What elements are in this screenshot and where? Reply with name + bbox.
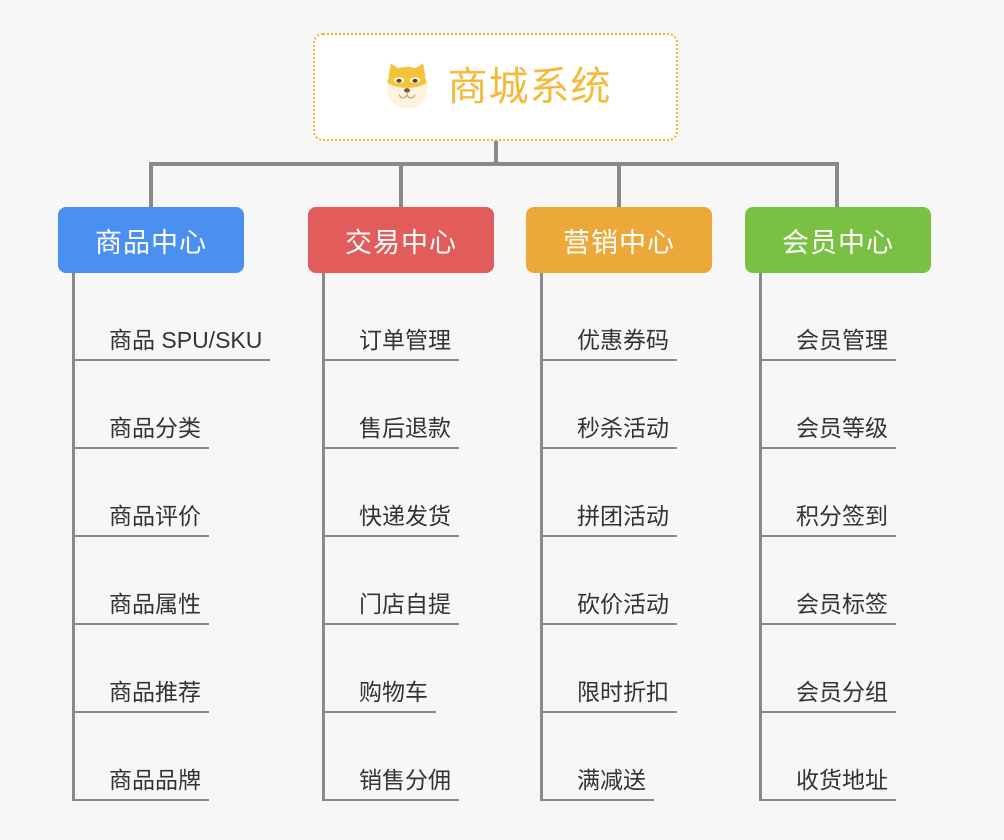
leaf-label: 会员标签 xyxy=(762,591,896,625)
leaf-label: 快递发货 xyxy=(325,503,459,537)
leaf-label: 收货地址 xyxy=(762,767,896,801)
leaf-item[interactable]: 商品品牌 xyxy=(75,713,270,801)
leaf-item[interactable]: 商品 SPU/SKU xyxy=(75,273,271,361)
leaf-item[interactable]: 购物车 xyxy=(325,625,459,713)
root-node[interactable]: 商城系统 xyxy=(313,33,678,141)
leaf-label: 优惠券码 xyxy=(543,327,677,361)
leaf-item[interactable]: 门店自提 xyxy=(325,537,459,625)
leaf-item[interactable]: 秒杀活动 xyxy=(543,361,677,449)
leaf-item[interactable]: 优惠券码 xyxy=(543,273,677,361)
leaf-item[interactable]: 限时折扣 xyxy=(543,625,677,713)
leaf-label: 秒杀活动 xyxy=(543,415,677,449)
leaf-label: 砍价活动 xyxy=(543,591,677,625)
category-box-1[interactable]: 交易中心 xyxy=(308,207,494,273)
connector-drop-1 xyxy=(149,162,153,208)
leaf-label: 商品分类 xyxy=(75,415,209,449)
leaf-item[interactable]: 商品推荐 xyxy=(75,625,270,713)
leaf-column-1: 订单管理 售后退款 快递发货 门店自提 购物车 销售分佣 xyxy=(322,273,459,801)
category-box-2[interactable]: 营销中心 xyxy=(526,207,712,273)
leaf-label: 会员分组 xyxy=(762,679,896,713)
leaf-item[interactable]: 拼团活动 xyxy=(543,449,677,537)
leaf-label: 商品 SPU/SKU xyxy=(75,327,271,361)
leaf-item[interactable]: 积分签到 xyxy=(762,449,896,537)
leaf-item[interactable]: 销售分佣 xyxy=(325,713,459,801)
leaf-label: 售后退款 xyxy=(325,415,459,449)
leaf-item[interactable]: 会员分组 xyxy=(762,625,896,713)
category-box-0[interactable]: 商品中心 xyxy=(58,207,244,273)
leaf-label: 积分签到 xyxy=(762,503,896,537)
leaf-label: 满减送 xyxy=(543,767,654,801)
leaf-label: 购物车 xyxy=(325,679,436,713)
connector-root-stem xyxy=(494,141,498,165)
shiba-dog-icon xyxy=(380,60,434,114)
leaf-label: 门店自提 xyxy=(325,591,459,625)
leaf-item[interactable]: 会员等级 xyxy=(762,361,896,449)
category-label-1: 交易中心 xyxy=(345,227,457,258)
leaf-label: 会员等级 xyxy=(762,415,896,449)
connector-drop-2 xyxy=(399,162,403,208)
leaf-label: 拼团活动 xyxy=(543,503,677,537)
leaf-item[interactable]: 会员管理 xyxy=(762,273,896,361)
leaf-item[interactable]: 收货地址 xyxy=(762,713,896,801)
leaf-item[interactable]: 满减送 xyxy=(543,713,677,801)
leaf-item[interactable]: 订单管理 xyxy=(325,273,459,361)
leaf-column-0: 商品 SPU/SKU 商品分类 商品评价 商品属性 商品推荐 商品品牌 xyxy=(72,273,271,801)
leaf-label: 限时折扣 xyxy=(543,679,677,713)
leaf-label: 商品品牌 xyxy=(75,767,209,801)
leaf-label: 销售分佣 xyxy=(325,767,459,801)
connector-drop-3 xyxy=(617,162,621,208)
leaf-item[interactable]: 砍价活动 xyxy=(543,537,677,625)
leaf-label: 订单管理 xyxy=(325,327,459,361)
connector-horizontal-bus xyxy=(149,162,839,166)
leaf-label: 商品属性 xyxy=(75,591,209,625)
category-label-2: 营销中心 xyxy=(563,227,675,258)
leaf-item[interactable]: 快递发货 xyxy=(325,449,459,537)
leaf-item[interactable]: 商品分类 xyxy=(75,361,270,449)
leaf-label: 会员管理 xyxy=(762,327,896,361)
leaf-item[interactable]: 商品属性 xyxy=(75,537,270,625)
leaf-column-3: 会员管理 会员等级 积分签到 会员标签 会员分组 收货地址 xyxy=(759,273,896,801)
connector-drop-4 xyxy=(835,162,839,208)
leaf-column-2: 优惠券码 秒杀活动 拼团活动 砍价活动 限时折扣 满减送 xyxy=(540,273,677,801)
category-label-3: 会员中心 xyxy=(782,227,894,258)
category-box-3[interactable]: 会员中心 xyxy=(745,207,931,273)
leaf-item[interactable]: 会员标签 xyxy=(762,537,896,625)
leaf-label: 商品推荐 xyxy=(75,679,209,713)
leaf-item[interactable]: 商品评价 xyxy=(75,449,270,537)
root-title: 商城系统 xyxy=(447,65,612,109)
leaf-item[interactable]: 售后退款 xyxy=(325,361,459,449)
category-label-0: 商品中心 xyxy=(95,227,207,258)
leaf-label: 商品评价 xyxy=(75,503,209,537)
